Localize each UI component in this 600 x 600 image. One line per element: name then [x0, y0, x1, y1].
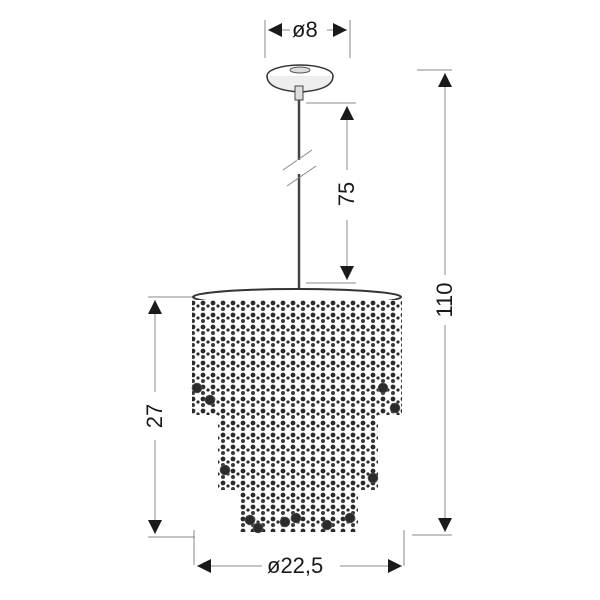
dim-shade-height: [148, 296, 195, 565]
label-total-height: 110: [432, 282, 457, 318]
cord: [282, 100, 317, 290]
label-shade-diameter: ø22,5: [267, 553, 324, 578]
dim-canopy-diameter: [264, 20, 351, 58]
dim-cord-length: [306, 102, 356, 284]
dim-shade-diameter: [197, 545, 405, 573]
label-canopy-diameter: ø8: [292, 17, 318, 42]
label-cord-length: 75: [334, 181, 359, 207]
label-shade-height: 27: [142, 403, 167, 429]
canopy: [266, 64, 334, 101]
bead-shade: [191, 288, 402, 534]
dim-total-height: [403, 69, 452, 545]
